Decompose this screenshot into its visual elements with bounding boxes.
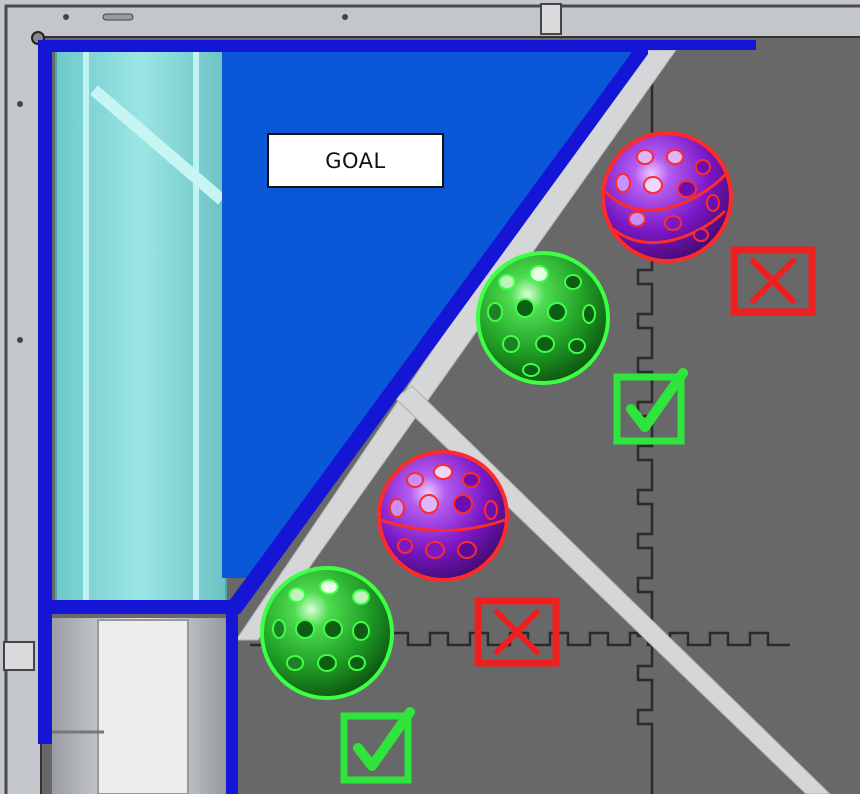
- goal-rim-slot: [226, 614, 238, 794]
- wall-bracket: [541, 4, 561, 34]
- green-ball: [478, 253, 608, 383]
- wall-bolt: [17, 101, 23, 107]
- goal-label: GOAL: [267, 133, 444, 188]
- purple-ball: [603, 133, 731, 261]
- wall-bolt: [63, 14, 69, 20]
- ball-exit-slot-inner: [98, 620, 188, 794]
- wall-bolt: [342, 14, 348, 20]
- wall-slot: [103, 14, 133, 20]
- purple-ball: [379, 452, 507, 580]
- wall-bolt: [17, 337, 23, 343]
- green-ball: [262, 568, 392, 698]
- wall-handle: [4, 642, 34, 670]
- goal-rim-left: [38, 40, 52, 744]
- goal-rim-tab: [640, 40, 756, 50]
